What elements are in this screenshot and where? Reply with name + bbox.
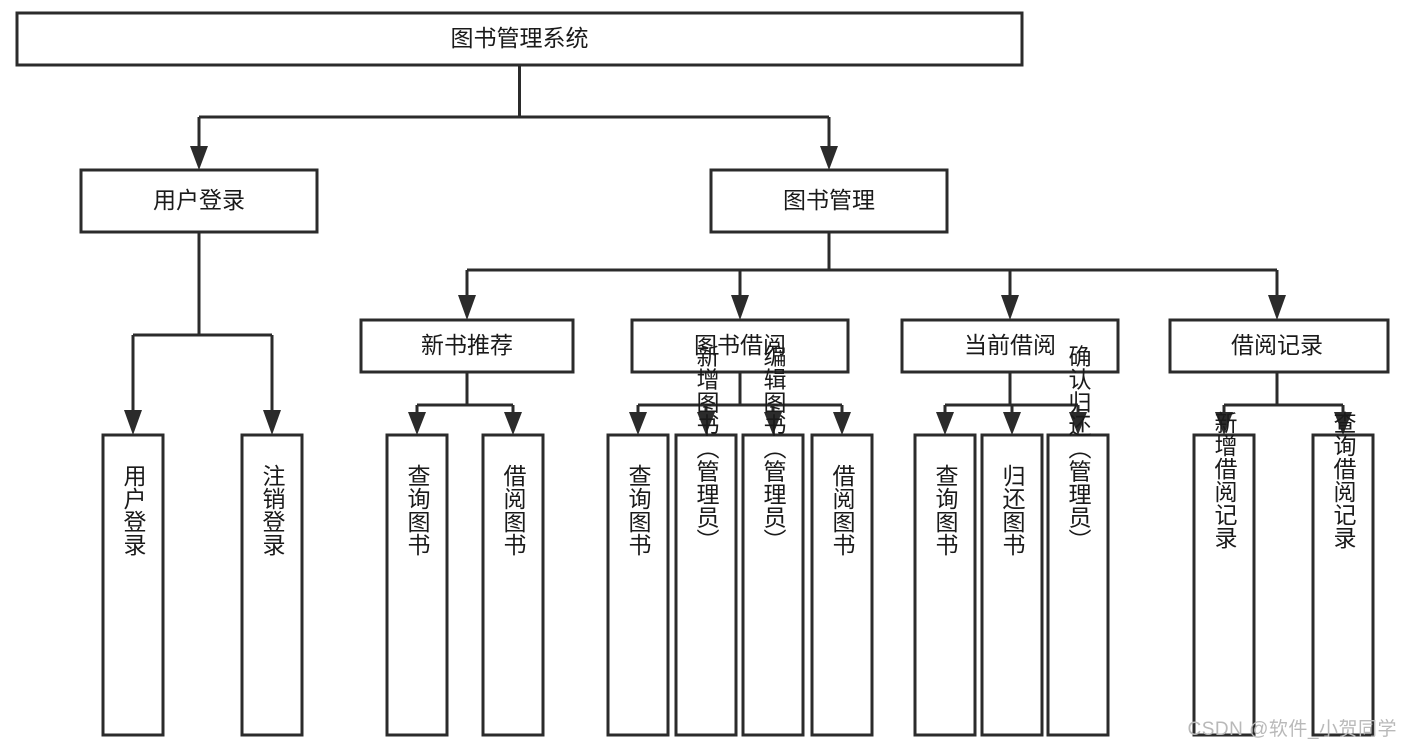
- node-current-borrow[interactable]: 当前借阅: [900, 318, 1120, 374]
- leaf-borrow-borrow-book[interactable]: 借阅图书: [810, 433, 874, 737]
- leaf-record-query-box[interactable]: [1311, 433, 1375, 737]
- leaf-current-return-label: 归还图书: [999, 464, 1026, 556]
- leaf-record-query-label: 查询借阅记录: [1330, 411, 1357, 549]
- leaf-record-query[interactable]: 查询借阅记录: [1311, 411, 1375, 737]
- leaf-borrow-query-label: 查询图书: [625, 464, 652, 556]
- csdn-watermark: CSDN @软件_小贺同学: [1187, 719, 1397, 740]
- leaf-new-book-query[interactable]: 查询图书: [385, 433, 449, 737]
- leaf-current-query[interactable]: 查询图书: [913, 433, 977, 737]
- node-borrow-record[interactable]: 借阅记录: [1168, 318, 1390, 374]
- leaf-current-confirm-return-label: 确认归还（管理员）: [1065, 345, 1092, 552]
- node-new-book-recommend-box[interactable]: [359, 318, 575, 374]
- node-current-borrow-label: 当前借阅: [964, 332, 1056, 358]
- leaf-record-add[interactable]: 新增借阅记录: [1192, 411, 1256, 737]
- arrow-to-book-borrow-icon: [731, 295, 749, 320]
- edges-group: [124, 65, 1352, 435]
- arrow-to-user-login-icon: [190, 146, 208, 170]
- leaf-new-book-borrow-label: 借阅图书: [500, 464, 527, 556]
- leaf-borrow-borrow-book-label: 借阅图书: [829, 464, 856, 556]
- node-book-manage[interactable]: 图书管理: [709, 168, 949, 234]
- leaf-new-book-borrow-box[interactable]: [481, 433, 545, 737]
- node-book-borrow-box[interactable]: [630, 318, 850, 374]
- arrow-borrow-record-leaf2-icon: [1334, 412, 1352, 435]
- leaf-current-confirm-return[interactable]: 确认归还（管理员）: [1046, 345, 1110, 737]
- arrow-current-borrow-leaf3-icon: [1069, 412, 1087, 435]
- leaf-new-book-borrow[interactable]: 借阅图书: [481, 433, 545, 737]
- node-new-book-recommend[interactable]: 新书推荐: [359, 318, 575, 374]
- node-borrow-record-label: 借阅记录: [1231, 332, 1323, 358]
- leaf-current-query-box[interactable]: [913, 433, 977, 737]
- leaf-new-book-query-label: 查询图书: [404, 464, 431, 556]
- node-new-book-recommend-label: 新书推荐: [421, 332, 513, 358]
- leaf-borrow-borrow-book-box[interactable]: [810, 433, 874, 737]
- leaf-current-return[interactable]: 归还图书: [980, 433, 1044, 737]
- leaf-borrow-edit-book[interactable]: 编辑图书（管理员）: [741, 345, 805, 737]
- arrow-to-book-manage-icon: [820, 146, 838, 170]
- node-root-label: 图书管理系统: [451, 25, 589, 51]
- leaf-current-confirm-return-box[interactable]: [1046, 433, 1110, 737]
- arrow-to-borrow-record-icon: [1268, 295, 1286, 320]
- leaf-user-login-logout[interactable]: 注销登录: [240, 433, 304, 737]
- leaf-current-query-label: 查询图书: [932, 464, 959, 556]
- leaf-user-login-login[interactable]: 用户登录: [101, 433, 165, 737]
- arrow-current-borrow-leaf1-icon: [936, 412, 954, 435]
- leaf-borrow-edit-book-box[interactable]: [741, 433, 805, 737]
- arrow-book-borrow-leaf2-icon: [697, 412, 715, 435]
- arrow-new-book-leaf2-icon: [504, 412, 522, 435]
- leaf-record-add-box[interactable]: [1192, 433, 1256, 737]
- node-root-box[interactable]: [15, 11, 1024, 67]
- node-book-manage-box[interactable]: [709, 168, 949, 234]
- node-borrow-record-box[interactable]: [1168, 318, 1390, 374]
- leaf-borrow-add-book[interactable]: 新增图书（管理员）: [674, 345, 738, 737]
- leaf-user-login-login-box[interactable]: [101, 433, 165, 737]
- leaf-current-return-box[interactable]: [980, 433, 1044, 737]
- node-user-login-label: 用户登录: [153, 187, 245, 213]
- leaf-borrow-add-book-label: 新增图书（管理员）: [693, 345, 720, 552]
- arrow-book-borrow-leaf4-icon: [833, 412, 851, 435]
- node-book-manage-label: 图书管理: [783, 187, 875, 213]
- node-user-login[interactable]: 用户登录: [79, 168, 319, 234]
- arrow-current-borrow-leaf2-icon: [1003, 412, 1021, 435]
- leaf-new-book-query-box[interactable]: [385, 433, 449, 737]
- arrow-user-login-leaf1-icon: [124, 410, 142, 435]
- arrow-book-borrow-leaf1-icon: [629, 412, 647, 435]
- leaf-borrow-query-box[interactable]: [606, 433, 670, 737]
- leaf-user-login-logout-label: 注销登录: [259, 464, 286, 556]
- leaf-user-login-login-label: 用户登录: [120, 464, 147, 556]
- leaf-borrow-add-book-box[interactable]: [674, 433, 738, 737]
- arrow-borrow-record-leaf1-icon: [1215, 412, 1233, 435]
- node-user-login-box[interactable]: [79, 168, 319, 234]
- arrow-book-borrow-leaf3-icon: [764, 412, 782, 435]
- arrow-new-book-leaf1-icon: [408, 412, 426, 435]
- leaf-borrow-query[interactable]: 查询图书: [606, 433, 670, 737]
- leaf-borrow-edit-book-label: 编辑图书（管理员）: [760, 345, 787, 552]
- node-root[interactable]: 图书管理系统: [15, 11, 1024, 67]
- arrow-to-new-book-icon: [458, 295, 476, 320]
- node-current-borrow-box[interactable]: [900, 318, 1120, 374]
- leaf-record-add-label: 新增借阅记录: [1211, 411, 1238, 549]
- node-book-borrow-label: 图书借阅: [694, 332, 786, 358]
- node-book-borrow[interactable]: 图书借阅: [630, 318, 850, 374]
- leaf-user-login-logout-box[interactable]: [240, 433, 304, 737]
- arrow-to-current-borrow-icon: [1001, 295, 1019, 320]
- arrow-user-login-leaf2-icon: [263, 410, 281, 435]
